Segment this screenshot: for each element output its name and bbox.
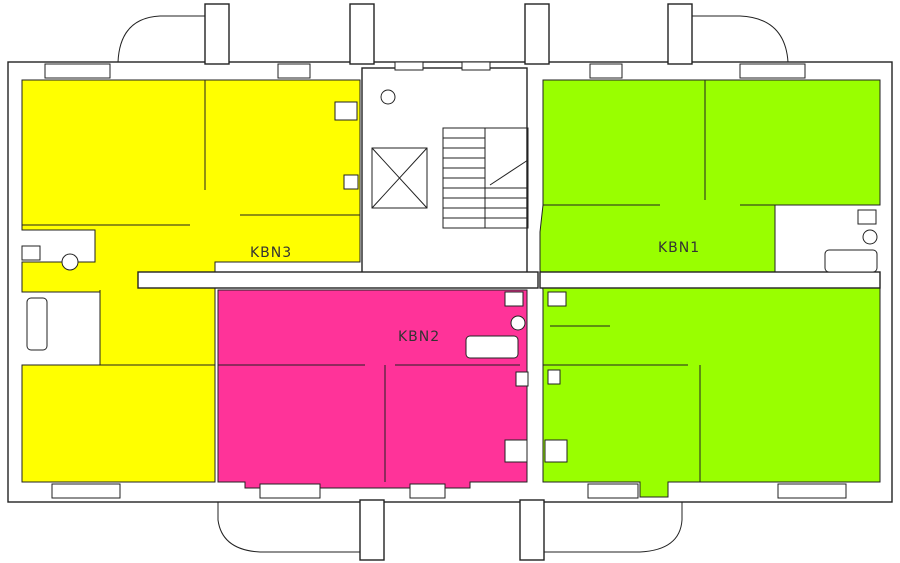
toilet-icon	[504, 291, 524, 307]
basin-icon	[61, 253, 79, 271]
balcony-top-right	[690, 15, 789, 70]
windows	[44, 61, 847, 499]
label-kbn3: KBN3	[250, 245, 292, 261]
apartment-kbn2-area	[217, 289, 528, 489]
corridor-wall	[137, 271, 539, 289]
label-kbn1: KBN1	[658, 240, 700, 256]
shaft-circle-icon	[380, 89, 396, 105]
stair-core	[361, 67, 528, 274]
toilet-icon	[547, 291, 567, 307]
elevator	[371, 147, 428, 209]
label-kbn2: KBN2	[398, 329, 440, 345]
elevator-cross-icon	[371, 147, 428, 209]
bathtub-icon	[824, 249, 878, 273]
stove-icon	[544, 439, 568, 463]
fixtures	[21, 101, 878, 463]
stove-icon	[504, 439, 528, 463]
balcony-bottom-right	[540, 500, 683, 553]
pilaster-bottom-2	[519, 499, 545, 561]
stove-icon	[334, 101, 358, 121]
balcony-bottom-left	[217, 500, 360, 553]
pilaster-top-3	[524, 3, 550, 65]
pilaster-top-1	[204, 3, 230, 65]
pilaster-top-4	[667, 3, 693, 65]
sink-icon	[547, 369, 561, 385]
staircase	[442, 127, 529, 229]
basin-icon	[862, 229, 878, 245]
corridor-wall-right	[539, 271, 881, 289]
sink-icon	[343, 174, 359, 190]
toilet-icon	[21, 245, 41, 261]
pilaster-top-2	[349, 3, 375, 65]
apartment-kbn2	[217, 289, 528, 489]
pilaster-bottom-1	[359, 499, 385, 561]
partitions	[22, 80, 880, 482]
bathtub-icon	[26, 297, 48, 351]
basin-icon	[510, 315, 526, 331]
bathtub-icon	[465, 335, 519, 359]
toilet-icon	[857, 209, 877, 225]
sink-icon	[515, 371, 529, 387]
